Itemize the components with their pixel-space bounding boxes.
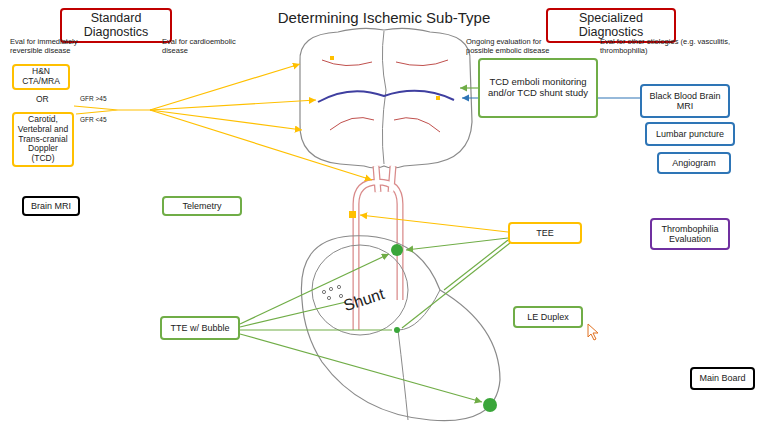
leader-line xyxy=(444,240,508,290)
annotation-label: Eval for other etiologies (e.g. vasculit… xyxy=(600,37,732,55)
diagnostic-box: Brain MRI xyxy=(22,196,80,216)
diagnostic-box: Angiogram xyxy=(657,152,731,174)
leader-line xyxy=(150,110,302,130)
cerebral-vessel xyxy=(322,60,448,132)
bubble xyxy=(322,290,325,293)
box-text: LE Duplex xyxy=(527,312,569,322)
box-text: H&N CTA/MRA xyxy=(17,67,65,87)
annotation-label: Eval for immediately reversible disease xyxy=(10,37,94,55)
heart-outline xyxy=(301,236,500,421)
box-text: TCD emboli monitoring and/or TCD shunt s… xyxy=(483,77,593,99)
diagnostic-box: Main Board xyxy=(690,367,755,390)
bubble xyxy=(337,285,340,288)
bubble xyxy=(327,296,330,299)
box-text: TEE xyxy=(536,228,554,238)
diagnostic-box: Lumbar puncture xyxy=(645,122,735,146)
box-text: Brain MRI xyxy=(31,201,71,211)
leader-line xyxy=(460,87,478,88)
embolus-mark xyxy=(349,211,356,218)
gfr-bracket xyxy=(74,106,150,114)
cerebral-vessel xyxy=(318,91,454,102)
diagnostic-box: Carotid, Vertebral and Trans-cranial Dop… xyxy=(12,112,74,167)
target-dot xyxy=(391,244,403,256)
leader-line xyxy=(150,64,300,110)
diagnostic-box: H&N CTA/MRA xyxy=(12,64,70,90)
box-text: Angiogram xyxy=(672,158,716,168)
box-text: Lumbar puncture xyxy=(656,129,724,139)
box-text: Standard Diagnostics xyxy=(65,11,167,40)
box-text: TTE w/ Bubble xyxy=(170,323,229,333)
diagnostic-box: Thrombophilia Evaluation xyxy=(650,218,730,250)
bubbles xyxy=(322,285,342,299)
atrium-outline xyxy=(312,245,408,335)
box-text: Specialized Diagnostics xyxy=(551,11,671,40)
diagnostic-box: LE Duplex xyxy=(513,306,583,328)
brain-midline xyxy=(382,31,386,164)
target-dot xyxy=(394,327,400,333)
leader-yellow xyxy=(74,64,508,232)
annotation-label: Ongoing evaluation for possible embolic … xyxy=(466,37,566,55)
leader-line xyxy=(240,302,346,327)
box-text: Carotid, Vertebral and Trans-cranial Dop… xyxy=(17,115,69,164)
leader-line xyxy=(402,243,510,328)
leader-line xyxy=(240,334,482,402)
box-text: Main Board xyxy=(699,373,745,383)
embolus-mark xyxy=(330,56,334,60)
leader-line xyxy=(240,329,392,330)
diagnostic-box: TEE xyxy=(508,222,582,244)
annotation-label: GFR <45 xyxy=(80,116,120,124)
heart-septum xyxy=(398,290,440,420)
leader-line xyxy=(406,238,508,250)
cursor-icon xyxy=(588,324,598,340)
bubble xyxy=(329,287,332,290)
leader-line xyxy=(360,215,508,232)
annotation-label: Eval for cardioembolic disease xyxy=(162,37,252,55)
diagnostic-box: Telemetry xyxy=(162,196,242,216)
box-text: Black Blood Brain MRI xyxy=(645,91,725,112)
leader-line xyxy=(150,100,316,110)
leader-line xyxy=(150,110,372,180)
annotation-label: Shunt xyxy=(333,281,396,318)
leader-green xyxy=(240,88,510,402)
diagnostic-box: TTE w/ Bubble xyxy=(160,316,240,340)
embolus-mark xyxy=(436,96,440,100)
annotation-label: GFR >45 xyxy=(80,95,120,103)
brain-outline xyxy=(300,28,472,168)
diagnostic-box: Black Blood Brain MRI xyxy=(640,84,730,118)
target-dot xyxy=(483,398,497,412)
annotation-label: OR xyxy=(36,94,56,104)
box-text: Telemetry xyxy=(182,201,221,211)
diagnostic-box: TCD emboli monitoring and/or TCD shunt s… xyxy=(478,58,598,118)
box-text: Thrombophilia Evaluation xyxy=(655,224,725,245)
